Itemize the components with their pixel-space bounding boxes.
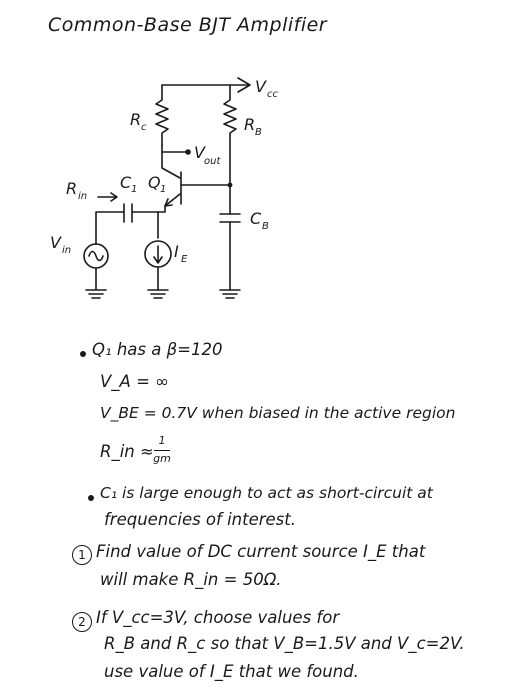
cb-label: C xyxy=(250,209,262,228)
vbe-note: V_BE = 0.7V when biased in the active re… xyxy=(100,404,456,422)
rin-label: R xyxy=(66,179,77,198)
vout-node xyxy=(185,149,191,155)
rin-note: R_in ≈ xyxy=(100,442,154,461)
rb-label: R xyxy=(244,115,255,134)
q1-sub: 1 xyxy=(160,184,166,195)
question-1-line2: will make R_in = 50Ω. xyxy=(100,570,282,589)
rin-sub: in xyxy=(78,191,87,202)
question-1-number: 1 xyxy=(72,545,92,565)
ie-ground xyxy=(147,289,169,299)
emitter-wire xyxy=(131,205,166,213)
va-note: V_A = ∞ xyxy=(100,372,169,391)
c1-note-line1: C₁ is large enough to act as short-circu… xyxy=(100,484,433,502)
rc-sub: c xyxy=(141,122,147,133)
rb-sub: B xyxy=(255,127,262,138)
ie-sub: E xyxy=(181,254,188,265)
vin-label: V xyxy=(50,233,62,252)
ie-label: I xyxy=(174,242,179,261)
question-1-line1: Find value of DC current source I_E that xyxy=(96,542,426,561)
vout-sub: out xyxy=(204,156,221,167)
rin-frac-den: gm xyxy=(153,452,171,465)
bullet-dot xyxy=(88,495,94,501)
beta-note: Q₁ has a β=120 xyxy=(92,340,223,359)
question-2-number: 2 xyxy=(72,612,92,632)
question-2-line1: If V_cc=3V, choose values for xyxy=(96,608,340,627)
q1-label: Q xyxy=(148,173,161,192)
vout-label: V xyxy=(194,143,206,162)
vcc-label: V xyxy=(255,77,267,96)
c1-sub: 1 xyxy=(131,184,137,195)
rc-label: R xyxy=(130,110,141,129)
transistor-collector xyxy=(161,151,181,179)
ie-arrow xyxy=(153,245,163,264)
c1-label: C xyxy=(120,173,132,192)
transistor-emitter xyxy=(164,193,181,207)
base-node xyxy=(227,182,233,188)
c1-note-line2: frequencies of interest. xyxy=(104,510,296,529)
c1-left-wire xyxy=(95,211,125,245)
vout-wire xyxy=(161,144,187,153)
cb-ground xyxy=(219,289,241,299)
rin-frac-num: 1 xyxy=(158,434,166,447)
vcc-arrow xyxy=(237,77,251,93)
rb-resistor xyxy=(223,84,237,186)
circuit-diagram: V cc R c R B V out C 1 Q 1 R in V in I E… xyxy=(50,77,278,299)
rc-resistor xyxy=(155,84,169,146)
vcc-sub: cc xyxy=(267,89,278,100)
bullet-dot xyxy=(80,351,86,357)
rin-frac-bar xyxy=(154,450,170,452)
vin-sub: in xyxy=(62,245,71,256)
question-2-line3: use value of I_E that we found. xyxy=(104,662,359,681)
cb-sub: B xyxy=(262,221,269,232)
page-title: Common-Base BJT Amplifier xyxy=(48,14,328,36)
vin-sine xyxy=(88,250,104,262)
vin-ground xyxy=(85,289,107,299)
rin-arrow xyxy=(97,192,118,202)
question-2-line2: R_B and R_c so that V_B=1.5V and V_c=2V. xyxy=(104,634,465,653)
